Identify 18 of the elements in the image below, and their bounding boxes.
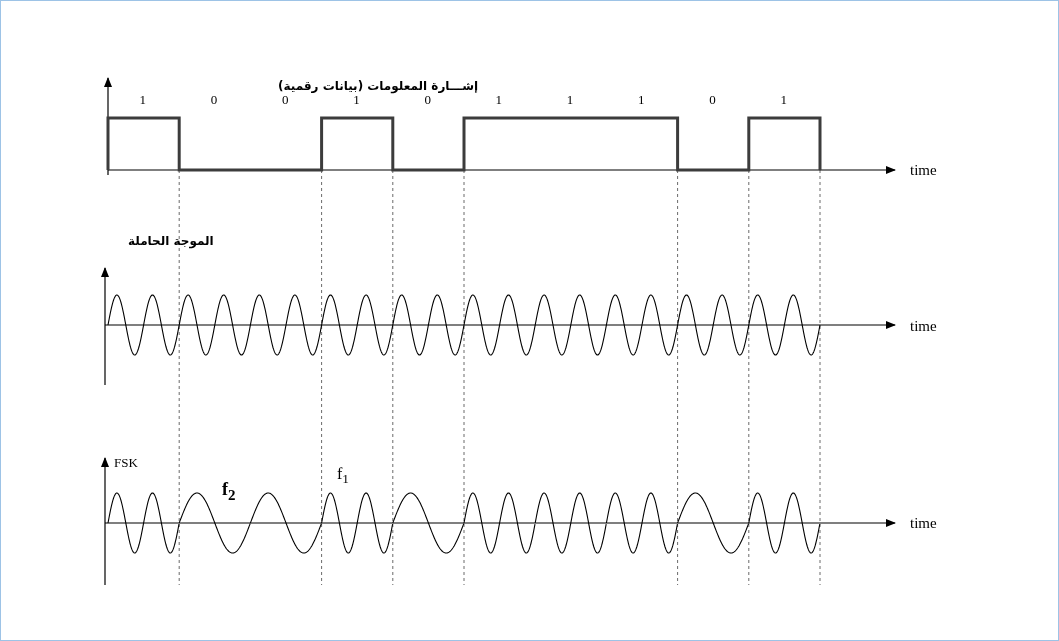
- axis-label: time: [910, 516, 937, 531]
- carrier-title: الموجة الحاملة: [128, 235, 214, 247]
- bit-value: 1: [638, 93, 645, 106]
- frequency-label: f$_{2}$: [222, 480, 236, 503]
- bit-value: 0: [282, 93, 289, 106]
- bit-value: 0: [709, 93, 716, 106]
- axis-label: time: [910, 319, 937, 334]
- signal-title: إشـــارة المعلومات (بيانات رقمية): [278, 80, 479, 92]
- bit-value: 0: [210, 93, 218, 106]
- bit-value: 1: [139, 93, 147, 106]
- bit-value: 1: [353, 93, 360, 106]
- axis-label: time: [910, 163, 937, 178]
- bit-value: 1: [566, 93, 574, 106]
- bit-value: 1: [495, 93, 503, 106]
- panel-label: FSK: [114, 456, 138, 469]
- bit-value: 1: [780, 93, 787, 106]
- bit-value: 0: [424, 93, 431, 106]
- frequency-label: f$_{1}$: [337, 466, 349, 486]
